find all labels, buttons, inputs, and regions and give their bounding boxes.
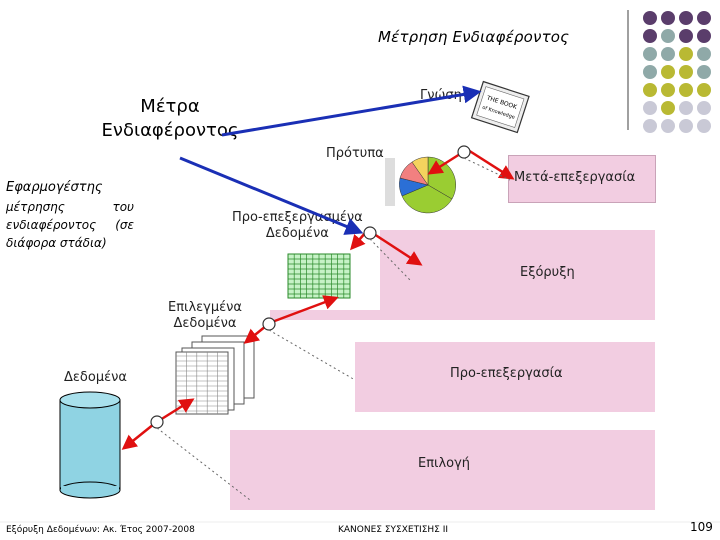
red-stage-arrows (121, 148, 515, 450)
artifact-label-data: Δεδομένα (64, 370, 127, 385)
decorative-dot-grid (643, 11, 711, 133)
selected-line1: Επιλεγμένα (168, 300, 242, 315)
decorative-dot (679, 83, 693, 97)
decorative-dot (661, 83, 675, 97)
applicator-heading: Εφαρμογέστης (6, 180, 103, 195)
stage-box-postprocessing (508, 155, 656, 203)
decorative-dot (661, 47, 675, 61)
decorative-dot (661, 119, 675, 133)
artifact-label-patterns: Πρότυπα (326, 146, 384, 161)
stage-box-preprocessing (270, 310, 655, 320)
stage-label-selection: Επιλογή (418, 456, 471, 471)
decorative-dot (661, 65, 675, 79)
selected-line2: Δεδομένα (173, 316, 237, 331)
stage-box-selection (230, 430, 655, 510)
stage-connectors (156, 157, 511, 501)
decorative-dot (697, 11, 711, 25)
decorative-dot (643, 83, 657, 97)
decorative-dot (643, 101, 657, 115)
measure-arrow-preprocessed (179, 156, 364, 235)
decorative-dot (697, 65, 711, 79)
decorative-dot (643, 29, 657, 43)
decorative-dot (679, 29, 693, 43)
measures-label-line1: Μέτρα (140, 96, 200, 117)
footer-course: Εξόρυξη Δεδομένων: Ακ. Έτος 2007-2008 (6, 525, 195, 535)
decorative-dot (643, 65, 657, 79)
preprocessed-line2: Δεδομένα (265, 226, 329, 241)
artifact-label-selected: Επιλεγμένα Δεδομένα (168, 300, 242, 332)
title-divider (627, 10, 629, 130)
footer-topic: ΚΑΝΟΝΕΣ ΣΥΣΧΕΤΙΣΗΣ ΙΙ (338, 525, 449, 535)
database-icon (59, 391, 121, 499)
decorative-dot (643, 11, 657, 25)
slide-title: Μέτρηση Ενδιαφέροντος (378, 28, 570, 46)
decorative-dot (697, 29, 711, 43)
decorative-dot (679, 11, 693, 25)
patterns-pie-chart-icon (385, 156, 456, 214)
decorative-dot (697, 47, 711, 61)
page-number: 109 (690, 520, 713, 534)
preprocessed-data-grid-icon (287, 253, 351, 299)
measures-label: Μέτρα Ενδιαφέροντος (90, 95, 250, 143)
measures-label-line2: Ενδιαφέροντος (101, 120, 239, 141)
stage-label-preprocessing: Προ-επεξεργασία (450, 366, 563, 381)
stage-box-mining (380, 230, 655, 310)
stage-label-postprocessing: Μετά-επεξεργασία (514, 170, 636, 185)
applicator-description: μέτρησης του ενδιαφέροντος (σε διάφορα σ… (6, 200, 134, 250)
decorative-dot (661, 101, 675, 115)
measure-arrow-knowledge (221, 85, 482, 137)
stage-box-preprocessing-main (355, 342, 655, 412)
stage-label-mining: Εξόρυξη (520, 265, 575, 280)
decorative-dot (697, 83, 711, 97)
decorative-dot (643, 119, 657, 133)
decorative-dot (661, 29, 675, 43)
decorative-dot (643, 47, 657, 61)
decorative-dot (679, 65, 693, 79)
decorative-dot (679, 119, 693, 133)
decorative-dot (679, 47, 693, 61)
decorative-dot (697, 101, 711, 115)
decorative-dot (679, 101, 693, 115)
decorative-dot (661, 11, 675, 25)
decorative-dot (697, 119, 711, 133)
knowledge-book-icon: THE BOOK of Knowledge (470, 80, 530, 134)
